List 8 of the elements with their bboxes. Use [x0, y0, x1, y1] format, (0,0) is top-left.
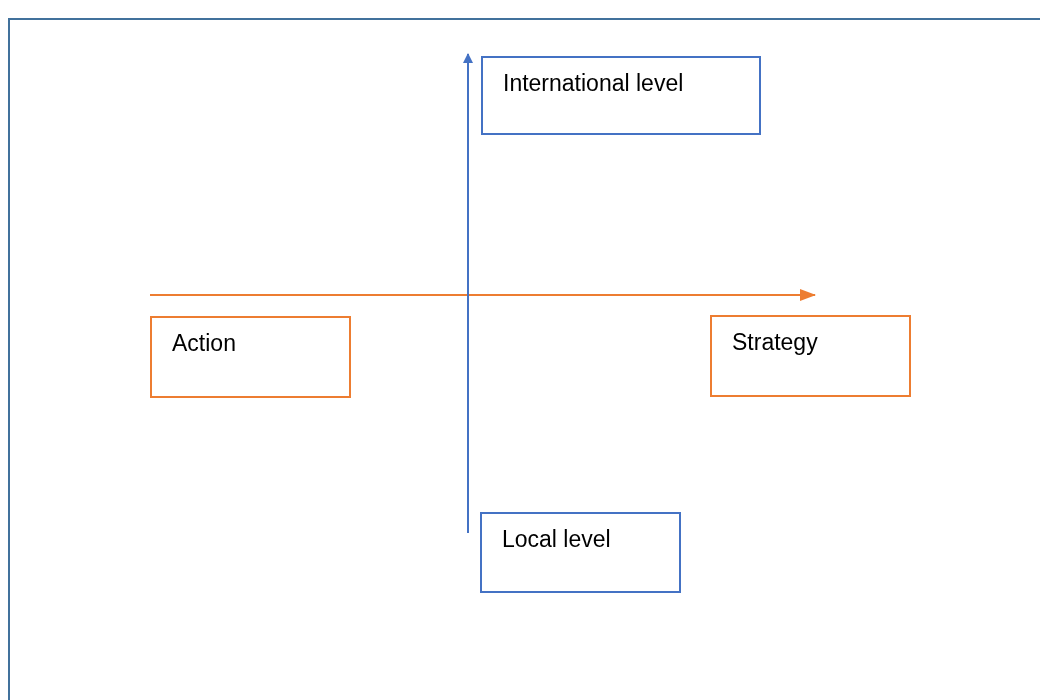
label-box: [710, 315, 911, 397]
label-box: [150, 316, 351, 398]
box-label: Local level: [502, 526, 611, 553]
box-label: International level: [503, 70, 684, 97]
box-label: Strategy: [732, 329, 818, 356]
label-box: [480, 512, 681, 593]
label-box: [481, 56, 761, 135]
box-label: Action: [172, 330, 236, 357]
